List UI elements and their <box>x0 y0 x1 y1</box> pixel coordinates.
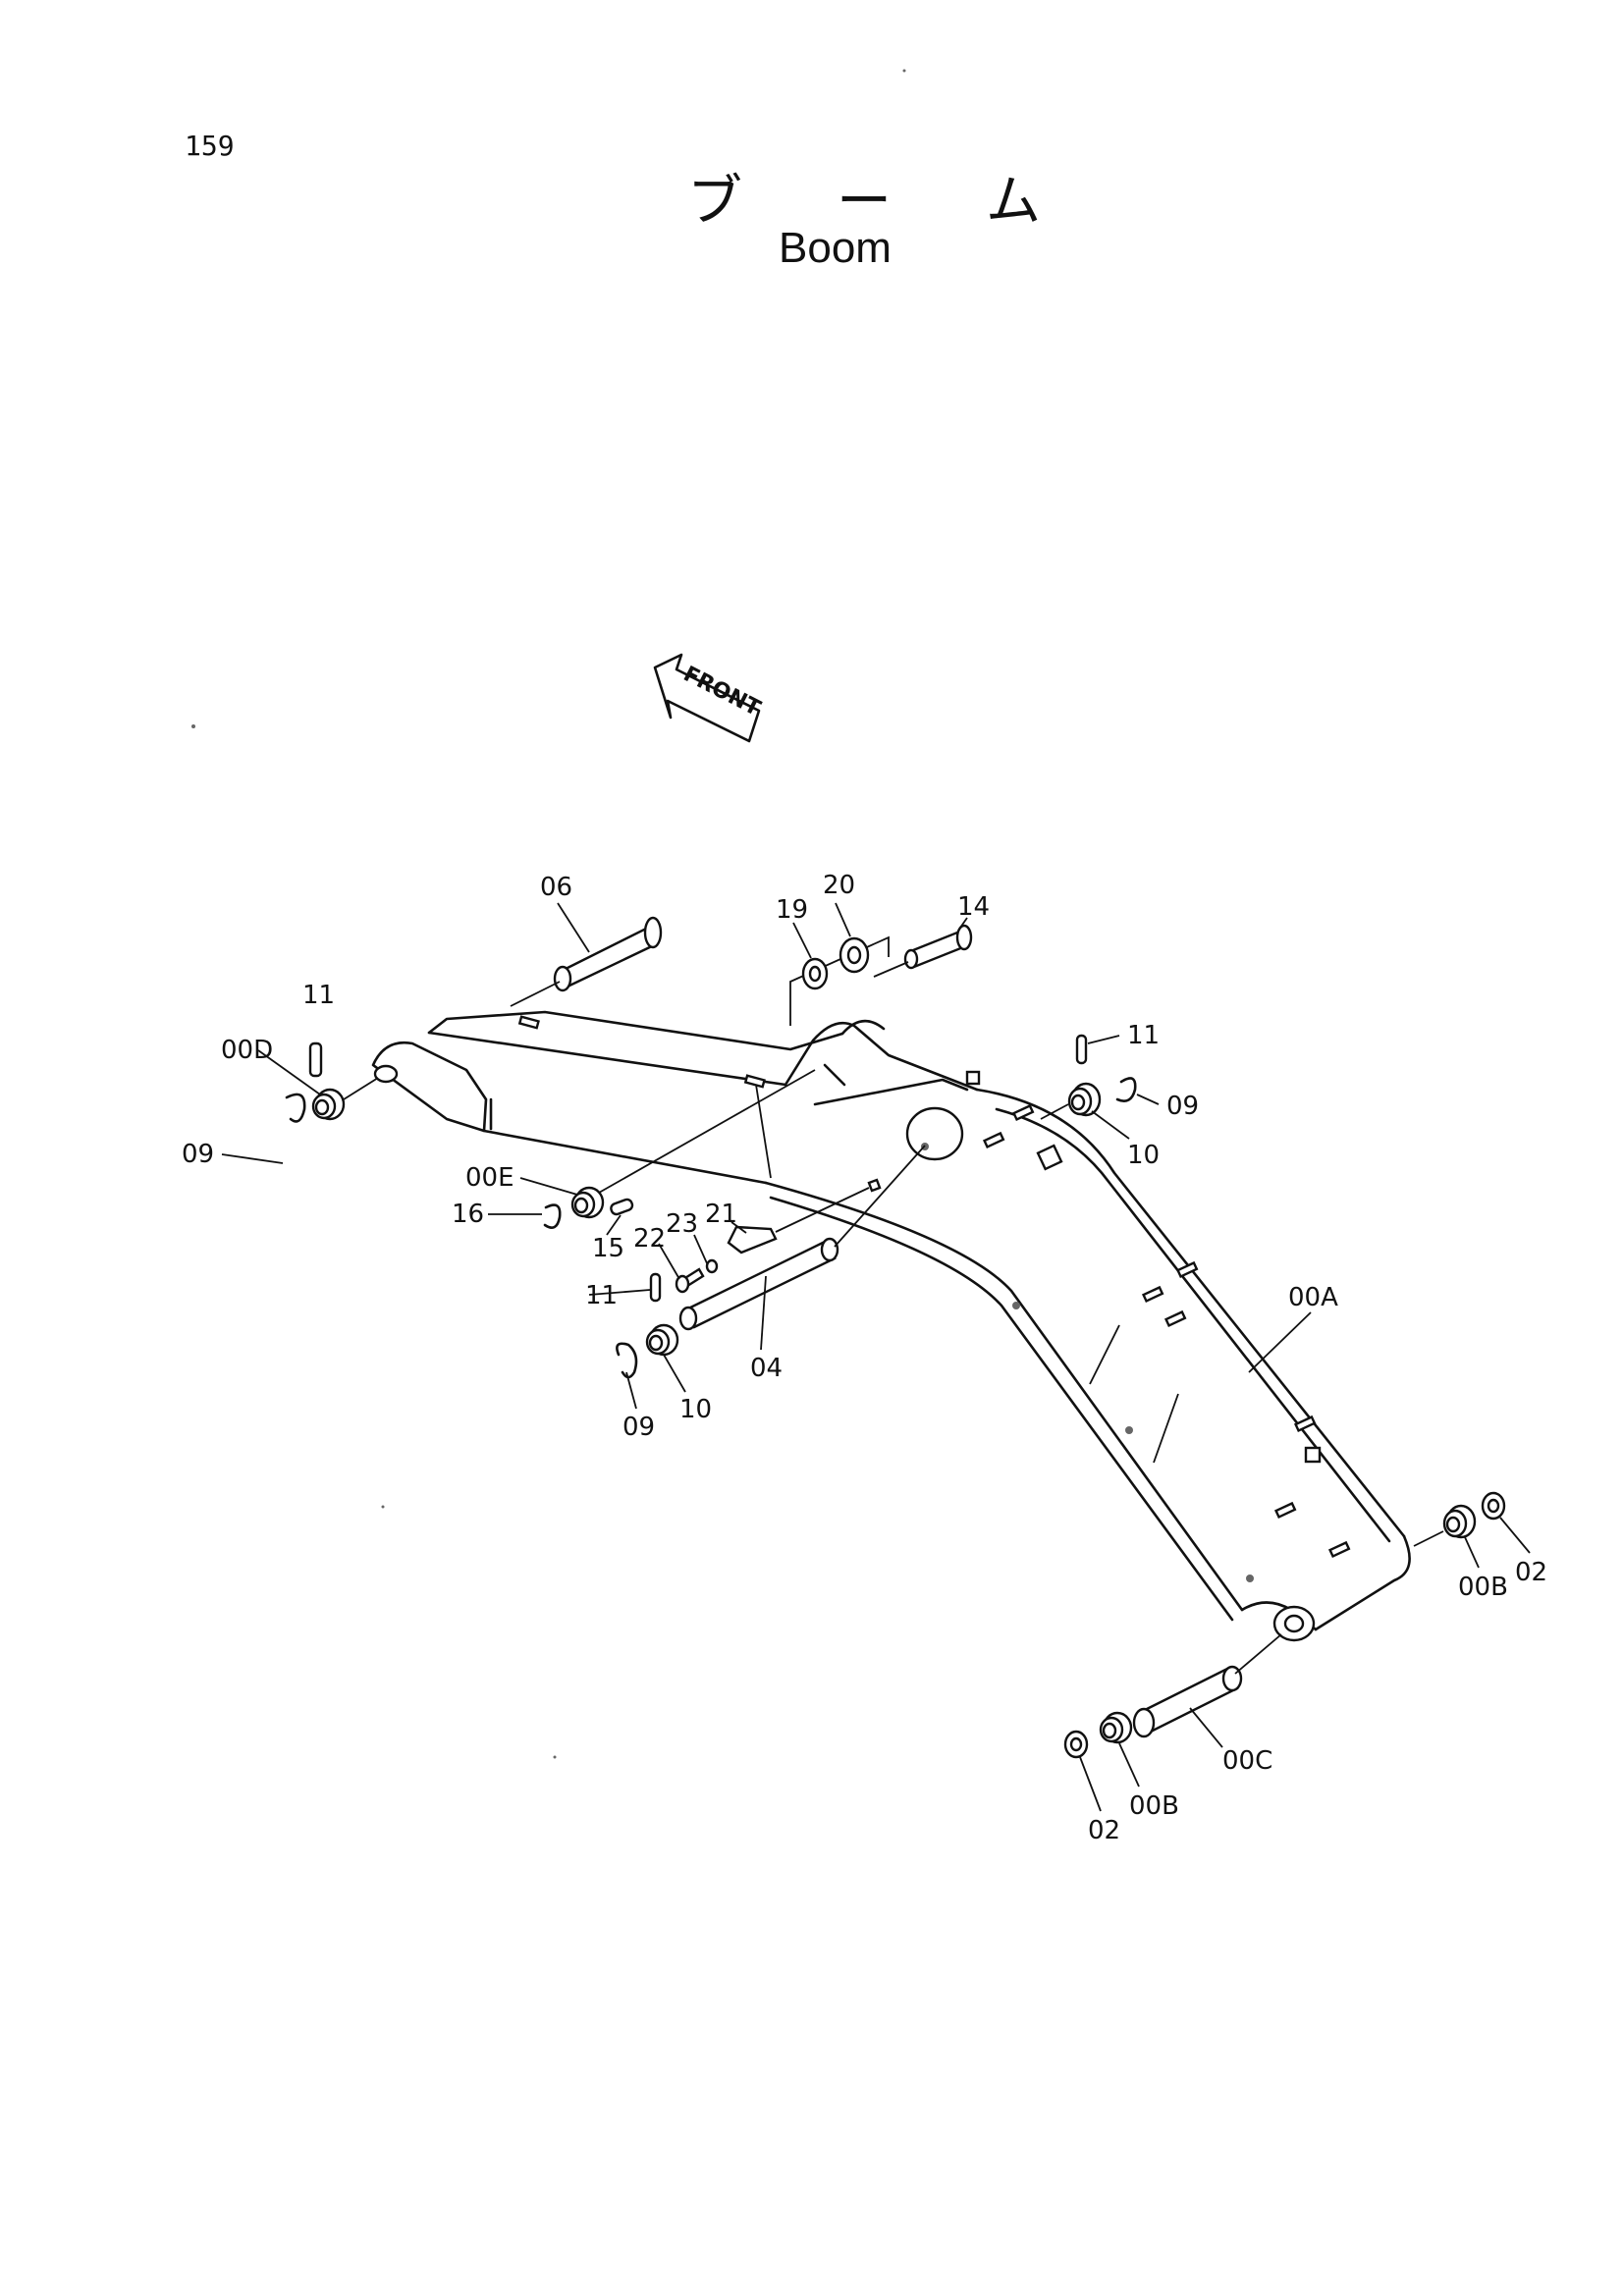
label-21: 21 <box>705 1200 737 1229</box>
snap-ring-09-right <box>1115 1077 1137 1102</box>
label-19: 19 <box>776 895 808 925</box>
label-00B-right: 00B <box>1458 1573 1508 1602</box>
label-00E: 00E <box>465 1163 514 1193</box>
label-09-lower: 09 <box>622 1413 655 1442</box>
spring-pin-11-lower <box>649 1272 662 1303</box>
label-22: 22 <box>633 1224 666 1254</box>
bushing-00B-right <box>1413 1504 1477 1547</box>
label-00C: 00C <box>1222 1746 1272 1776</box>
label-10-right: 10 <box>1127 1141 1160 1170</box>
label-00A: 00A <box>1288 1283 1338 1312</box>
pin-06 <box>510 916 663 1007</box>
label-09-right: 09 <box>1166 1092 1199 1121</box>
label-02-bottom: 02 <box>1088 1816 1120 1845</box>
plate-21 <box>727 1225 778 1255</box>
label-15: 15 <box>592 1234 624 1263</box>
washer-02-bottom <box>1063 1730 1089 1759</box>
title-char-mu: ム <box>986 170 1041 234</box>
label-00D: 00D <box>221 1036 273 1065</box>
bushing-10-right <box>1040 1082 1102 1120</box>
page-number: 159 <box>185 130 235 162</box>
label-10-lower: 10 <box>679 1395 712 1424</box>
snap-ring-09-lower <box>616 1342 638 1379</box>
title-char-bu: ブ <box>687 170 742 234</box>
bushing-00D <box>311 1077 379 1121</box>
label-16: 16 <box>452 1200 484 1229</box>
label-04: 04 <box>750 1354 783 1383</box>
label-14: 14 <box>957 892 990 922</box>
front-arrow-icon: FRONT <box>653 653 764 743</box>
title-japanese: ブ ー ム <box>687 157 1041 237</box>
washer-23 <box>705 1258 719 1274</box>
label-02-right: 02 <box>1515 1558 1547 1587</box>
pin-15 <box>610 1198 634 1216</box>
pin-04 <box>678 1145 926 1331</box>
label-11-top-left: 11 <box>302 981 335 1010</box>
snap-ring-09-left <box>285 1093 306 1123</box>
bushing-00E <box>570 1069 816 1219</box>
title-char-long-vowel: ー <box>837 170 892 234</box>
washer-02-right <box>1481 1491 1506 1521</box>
bushing-10-lower <box>645 1323 679 1357</box>
spring-pin-11-top-left <box>308 1041 323 1078</box>
pin-14 <box>873 924 973 978</box>
label-11-right: 11 <box>1127 1021 1160 1050</box>
label-11-lower: 11 <box>585 1281 618 1310</box>
label-00B-bottom: 00B <box>1129 1791 1179 1821</box>
label-09-left: 09 <box>182 1140 214 1169</box>
bolt-22 <box>675 1267 705 1294</box>
label-20: 20 <box>823 871 855 900</box>
callout-labels: 06 19 20 14 11 00D 09 11 09 10 00E 16 15… <box>182 871 1547 1845</box>
boom-body <box>371 1010 1411 1642</box>
label-06: 06 <box>540 873 572 902</box>
snap-ring-16 <box>543 1203 562 1229</box>
title-english: Boom <box>779 224 892 272</box>
spring-pin-11-right <box>1075 1034 1088 1065</box>
label-23: 23 <box>666 1209 698 1239</box>
pin-00C <box>1132 1633 1282 1738</box>
bushing-00B-bottom <box>1099 1711 1133 1744</box>
washers-19-20 <box>789 935 890 1026</box>
leader-lines <box>221 902 1531 1812</box>
